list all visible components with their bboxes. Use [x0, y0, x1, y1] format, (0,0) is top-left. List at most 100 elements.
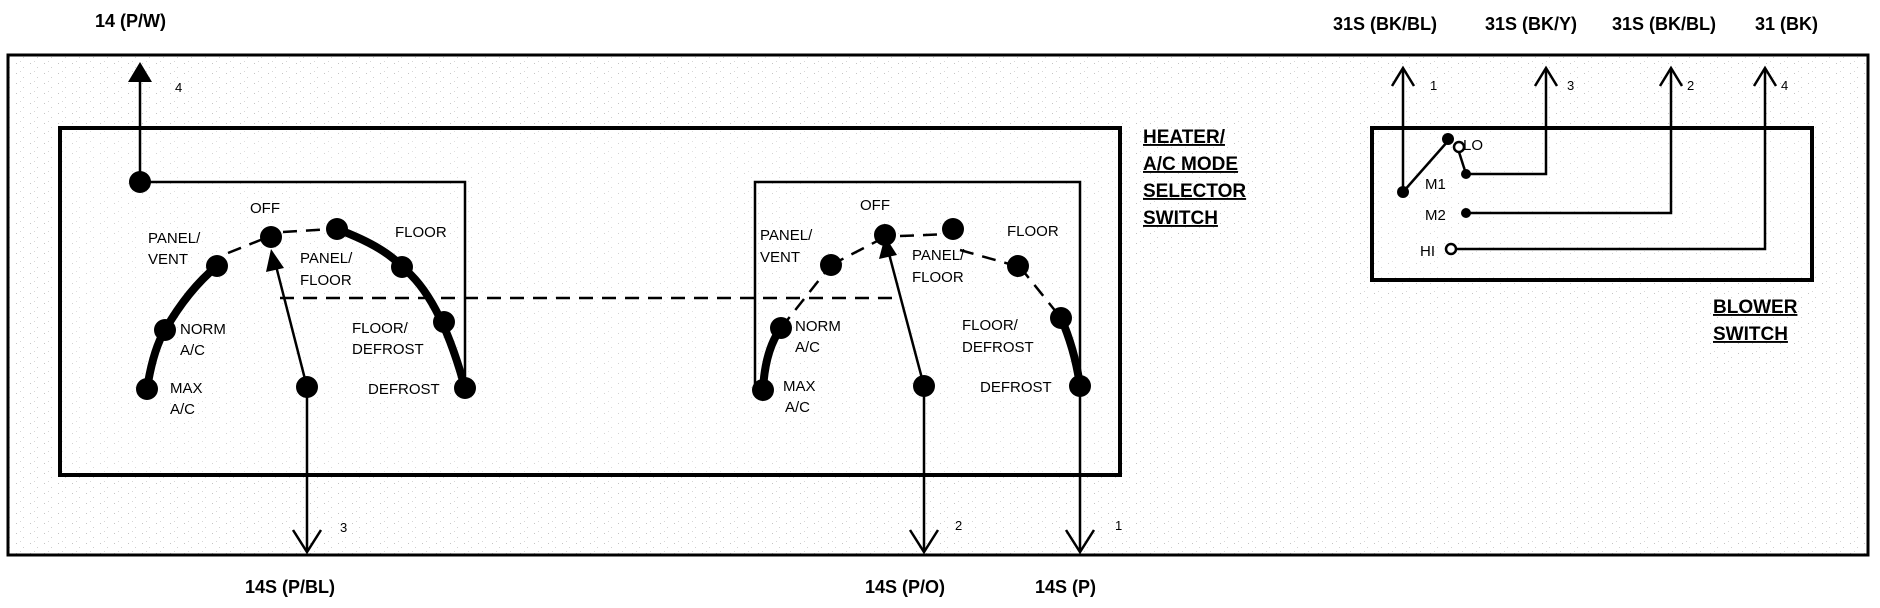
blower-label-m1: M1 — [1425, 176, 1446, 193]
bottom-mid-arrow-icon — [908, 529, 940, 555]
contact-off-right — [874, 224, 896, 246]
blower-arrow-4-icon — [1752, 65, 1778, 87]
mode-title-line-4: SWITCH — [1143, 208, 1218, 229]
blower-label-hi: HI — [1420, 243, 1435, 260]
contact-norm-ac-right — [770, 317, 792, 339]
blower-title-line-1: BLOWER — [1713, 297, 1798, 318]
label-floor-defrost-right-1: FLOOR/ — [962, 317, 1019, 334]
label-norm-ac-left-2: A/C — [180, 342, 205, 359]
pin-label-mode-bottom-right: 1 — [1115, 518, 1122, 533]
label-defrost-right: DEFROST — [980, 379, 1052, 396]
blower-wiper — [1402, 140, 1449, 193]
top-left-arrow-icon — [128, 62, 152, 82]
label-defrost-left: DEFROST — [368, 381, 440, 398]
mode-title-line-1: HEATER/ — [1143, 127, 1226, 148]
blower-contact-hi — [1444, 242, 1458, 256]
blower-title-line-2: SWITCH — [1713, 324, 1788, 345]
contact-off-left — [260, 226, 282, 248]
blower-contact-m2 — [1461, 208, 1471, 218]
right-wiper-arrow-icon — [879, 236, 897, 259]
contact-panel-vent-left — [206, 255, 228, 277]
label-floor-right: FLOOR — [1007, 223, 1059, 240]
blower-switch: 1 3 2 4 LO M1 M2 HI — [1370, 65, 1814, 282]
mode-switch-title: HEATER/ A/C MODE SELECTOR SWITCH — [1143, 127, 1246, 229]
mode-title-line-2: A/C MODE — [1143, 154, 1238, 175]
contact-panel-floor-left — [326, 218, 348, 240]
right-deck-dash-arc — [780, 232, 1062, 329]
pin-label-mode-top: 4 — [175, 80, 182, 95]
bottom-right-arrow-icon — [1064, 529, 1096, 555]
contact-floor-right — [1007, 255, 1029, 277]
wire-label-bottom-mid: 14S (P/O) — [865, 577, 945, 597]
contact-defrost-left — [454, 377, 476, 399]
wire-label-blower-1: 31S (BK/BL) — [1333, 14, 1437, 34]
label-panel-vent-left-2: VENT — [148, 251, 188, 268]
mode-title-line-3: SELECTOR — [1143, 181, 1246, 202]
bottom-left-arrow-icon — [291, 529, 323, 555]
blower-lo-m1-link — [1457, 151, 1468, 175]
label-max-ac-left-2: A/C — [170, 401, 195, 418]
blower-label-m2: M2 — [1425, 207, 1446, 224]
outer-frame — [6, 53, 1870, 557]
contact-floor-left — [391, 256, 413, 278]
mode-switch-right-deck: 2 1 OFF PANEL/ VENT PANEL/ FLOOR FLOOR F… — [752, 180, 1122, 555]
left-deck-inner-line — [138, 70, 467, 388]
blower-arrow-3-icon — [1533, 65, 1559, 87]
contact-max-ac-left — [136, 378, 158, 400]
label-panel-floor-right-1: PANEL/ — [912, 247, 965, 264]
wire-label-top-left: 14 (P/W) — [95, 11, 166, 31]
blower-arrow-1-icon — [1390, 65, 1416, 87]
label-norm-ac-left-1: NORM — [180, 321, 226, 338]
wire-label-blower-2: 31S (BK/BL) — [1612, 14, 1716, 34]
label-panel-floor-left-2: FLOOR — [300, 272, 352, 289]
label-panel-floor-left-1: PANEL/ — [300, 250, 353, 267]
label-off-right: OFF — [860, 197, 890, 214]
label-norm-ac-right-2: A/C — [795, 339, 820, 356]
wire-label-bottom-right: 14S (P) — [1035, 577, 1096, 597]
contact-panel-floor-right — [942, 218, 964, 240]
contact-norm-ac-left — [154, 319, 176, 341]
pin-label-blower-2: 2 — [1687, 78, 1694, 93]
label-panel-vent-left-1: PANEL/ — [148, 230, 201, 247]
mode-switch-box — [58, 126, 1122, 477]
label-floor-defrost-left-2: DEFROST — [352, 341, 424, 358]
label-floor-defrost-right-2: DEFROST — [962, 339, 1034, 356]
pin-label-blower-4: 4 — [1781, 78, 1788, 93]
pin-label-blower-1: 1 — [1430, 78, 1437, 93]
label-floor-defrost-left-1: FLOOR/ — [352, 320, 409, 337]
blower-wire-2 — [1466, 68, 1673, 215]
mode-switch-left-deck: 4 3 OFF PANEL/ VENT PANEL/ FLOOR FLOOR F… — [128, 62, 476, 555]
contact-floor-defrost-right — [1050, 307, 1072, 329]
label-norm-ac-right-1: NORM — [795, 318, 841, 335]
pin-label-blower-3: 3 — [1567, 78, 1574, 93]
label-max-ac-right-2: A/C — [785, 399, 810, 416]
blower-label-lo: LO — [1463, 137, 1483, 154]
blower-wire-3 — [1466, 68, 1548, 176]
left-wiper-arrow-icon — [266, 249, 284, 272]
label-max-ac-left-1: MAX — [170, 380, 203, 397]
label-panel-floor-right-2: FLOOR — [912, 269, 964, 286]
blower-wiper-tip-dot — [1442, 133, 1454, 145]
pin-label-mode-bottom-mid: 2 — [955, 518, 962, 533]
label-off-left: OFF — [250, 200, 280, 217]
contact-panel-vent-right — [820, 254, 842, 276]
right-deck-inner-line — [753, 180, 1082, 387]
label-max-ac-right-1: MAX — [783, 378, 816, 395]
wire-label-blower-4: 31 (BK) — [1755, 14, 1818, 34]
wire-label-bottom-left: 14S (P/BL) — [245, 577, 335, 597]
left-deck-feed-dot — [129, 171, 151, 193]
blower-switch-box — [1370, 126, 1814, 282]
pin-label-mode-bottom-left: 3 — [340, 520, 347, 535]
right-deck-wiper — [886, 249, 926, 387]
label-panel-vent-right-2: VENT — [760, 249, 800, 266]
contact-max-ac-right — [752, 379, 774, 401]
wire-label-blower-3: 31S (BK/Y) — [1485, 14, 1577, 34]
blower-wire-4 — [1451, 68, 1767, 251]
label-panel-vent-right-1: PANEL/ — [760, 227, 813, 244]
contact-floor-defrost-left — [433, 311, 455, 333]
label-floor-left: FLOOR — [395, 224, 447, 241]
blower-arrow-2-icon — [1658, 65, 1684, 87]
left-deck-wiper — [273, 261, 309, 388]
blower-switch-title: BLOWER SWITCH — [1713, 297, 1798, 345]
